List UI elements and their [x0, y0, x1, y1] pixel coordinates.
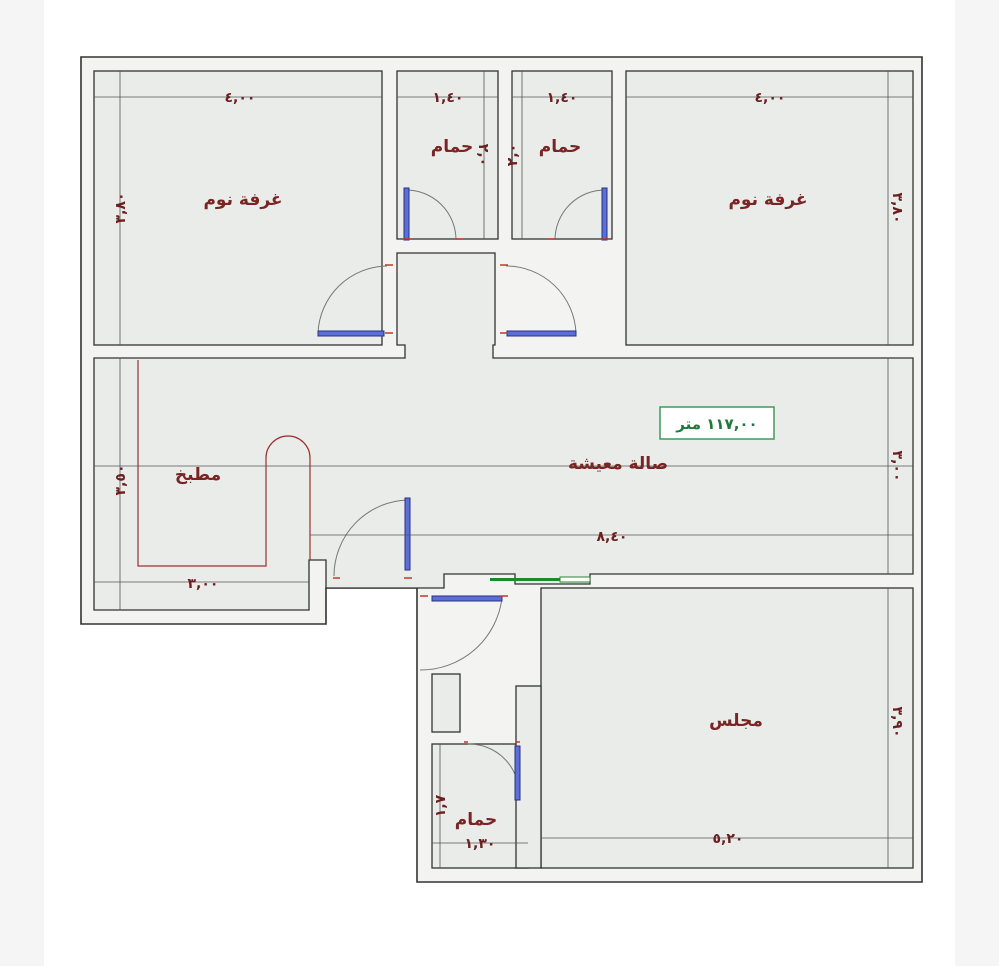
- room-label-living: صالة معيشة: [568, 454, 668, 474]
- bath-bottom-area: [431, 743, 529, 869]
- dim-bath-right-width: ١,٤٠: [547, 90, 578, 106]
- door-arc-majlis: [419, 597, 503, 671]
- dimension-lines: [94, 71, 913, 868]
- room-label-majlis: مجلس: [709, 711, 763, 731]
- room-label-bedroom-left: غرفة نوم: [203, 190, 282, 210]
- bath-top-right-area: [511, 70, 613, 240]
- dim-bath-left-height: ٢,٠: [475, 144, 491, 166]
- dim-bath-right-height: ٢,٠: [505, 144, 521, 166]
- room-label-bath-top-left: حمام: [431, 137, 474, 157]
- bedroom-left-area: [93, 70, 383, 346]
- room-label-bedroom-right: غرفة نوم: [728, 190, 807, 210]
- dim-kitchen-height: ٣,٥٠: [113, 465, 129, 496]
- door-arc-bath-left: [405, 189, 457, 241]
- door-bedroom-right[interactable]: [506, 330, 577, 337]
- dim-bath-bottom-width: ١,٣٠: [465, 836, 496, 852]
- dim-bedroom-left-width: ٤,٠٠: [225, 90, 256, 106]
- bedroom-right-area: [625, 70, 914, 346]
- dim-majlis-width: ٥,٢٠: [713, 831, 744, 847]
- dim-bath-bottom-height: ١,٧: [433, 794, 449, 817]
- majlis-area: [540, 587, 914, 869]
- dim-living-height: ٣,٠٠: [889, 451, 905, 482]
- bath-top-left-area: [396, 70, 499, 240]
- dimension-labels: ٤,٠٠ ١,٤٠ ١,٤٠ ٤,٠٠ ٣,٨٠ ٣,٨٠ ٢,٠ ٢,٠ ٣,…: [113, 90, 905, 852]
- dim-majlis-height: ٣,٩٠: [889, 707, 905, 738]
- room-label-bath-bottom: حمام: [455, 810, 498, 830]
- door-arc-kitchen: [333, 499, 409, 577]
- room-label-kitchen: مطبخ: [175, 465, 221, 485]
- door-bath-right[interactable]: [601, 187, 608, 241]
- room-label-bath-top-right: حمام: [539, 137, 582, 157]
- door-kitchen[interactable]: [404, 497, 411, 571]
- dim-living-width: ٨,٤٠: [597, 529, 628, 545]
- area-label: ١١٧,٠٠ متر: [675, 415, 757, 433]
- dim-bedroom-right-height: ٣,٨٠: [889, 193, 905, 224]
- rooms: [93, 70, 914, 869]
- entrance-marker-tail: [559, 576, 591, 583]
- storage-area: [431, 673, 461, 733]
- door-arc-bedroom-left: [317, 265, 388, 334]
- dim-bedroom-left-height: ٣,٨٠: [113, 193, 129, 224]
- dim-bath-left-width: ١,٤٠: [433, 90, 464, 106]
- dim-bedroom-right-width: ٤,٠٠: [755, 90, 786, 106]
- door-bedroom-left[interactable]: [317, 330, 385, 337]
- room-labels: غرفة نوم حمام حمام غرفة نوم مطبخ صالة مع…: [175, 137, 808, 830]
- door-bath-bottom[interactable]: [514, 745, 521, 801]
- door-arc-bedroom-right: [505, 265, 577, 334]
- door-jambs: [333, 238, 609, 743]
- door-majlis[interactable]: [431, 595, 503, 602]
- entrance-marker: [490, 578, 560, 581]
- area-box: [659, 406, 775, 440]
- door-arc-bath-right: [554, 189, 606, 241]
- door-bath-left[interactable]: [403, 187, 410, 241]
- dim-kitchen-width: ٣,٠٠: [188, 576, 219, 592]
- living-area: [93, 252, 914, 611]
- doors: [317, 187, 608, 801]
- kitchen-counter: [137, 360, 311, 567]
